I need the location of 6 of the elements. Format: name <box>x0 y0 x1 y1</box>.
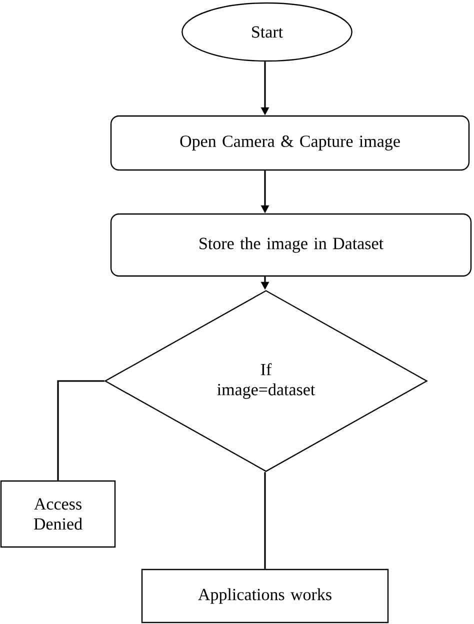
output-box: Access Denied <box>0 480 116 548</box>
process-box: Store the image in Dataset <box>110 213 472 277</box>
connector-line <box>264 472 266 569</box>
connector-line <box>57 380 104 480</box>
process-box: Open Camera & Capture image <box>110 115 470 171</box>
output-box: Applications works <box>141 568 389 624</box>
